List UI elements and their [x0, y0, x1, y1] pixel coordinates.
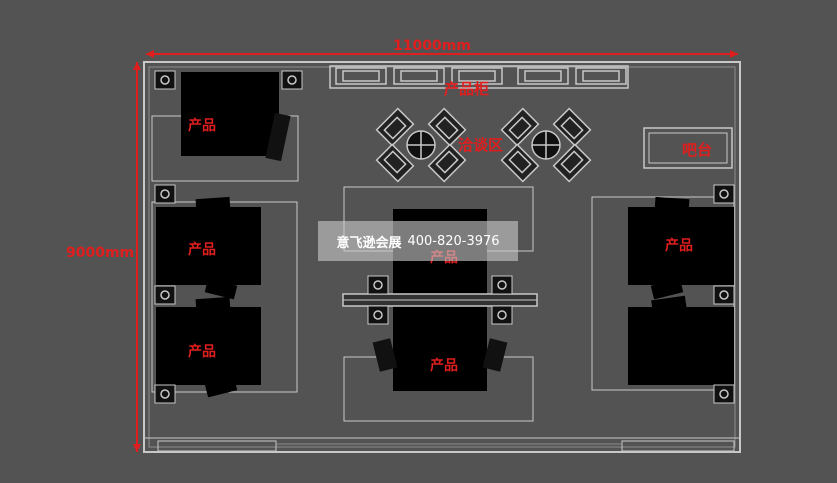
product-label-left-lower: 产品 — [188, 343, 216, 360]
display-platform-right — [591, 184, 735, 404]
negotiation-area-label: 洽谈区 — [458, 136, 503, 154]
product-label-center-lower: 产品 — [430, 357, 458, 374]
negotiation-table-right — [500, 107, 592, 183]
width-dimension — [146, 50, 738, 58]
watermark: 意飞逊会展 400-820-3976 — [318, 221, 518, 261]
display-platform-left-upper — [151, 184, 298, 393]
product-label-right-upper: 产品 — [665, 237, 693, 254]
watermark-phone: 400-820-3976 — [407, 233, 500, 249]
width-dimension-label: 11000mm — [393, 38, 471, 54]
product-cabinet — [329, 65, 629, 89]
watermark-brand: 意飞逊会展 — [336, 235, 402, 251]
bar-counter-label: 吧台 — [682, 141, 712, 159]
product-label-left-upper: 产品 — [188, 241, 216, 258]
negotiation-table-left — [375, 107, 467, 183]
display-platform-left-lower — [154, 296, 261, 404]
product-label-top-left: 产品 — [188, 117, 216, 134]
booth-outline — [143, 61, 741, 453]
bar-counter — [643, 127, 733, 169]
height-dimension — [133, 62, 141, 452]
display-platform-top-left — [151, 70, 303, 182]
height-dimension-label: 9000mm — [66, 245, 134, 261]
product-cabinet-label: 产品柜 — [444, 80, 489, 98]
